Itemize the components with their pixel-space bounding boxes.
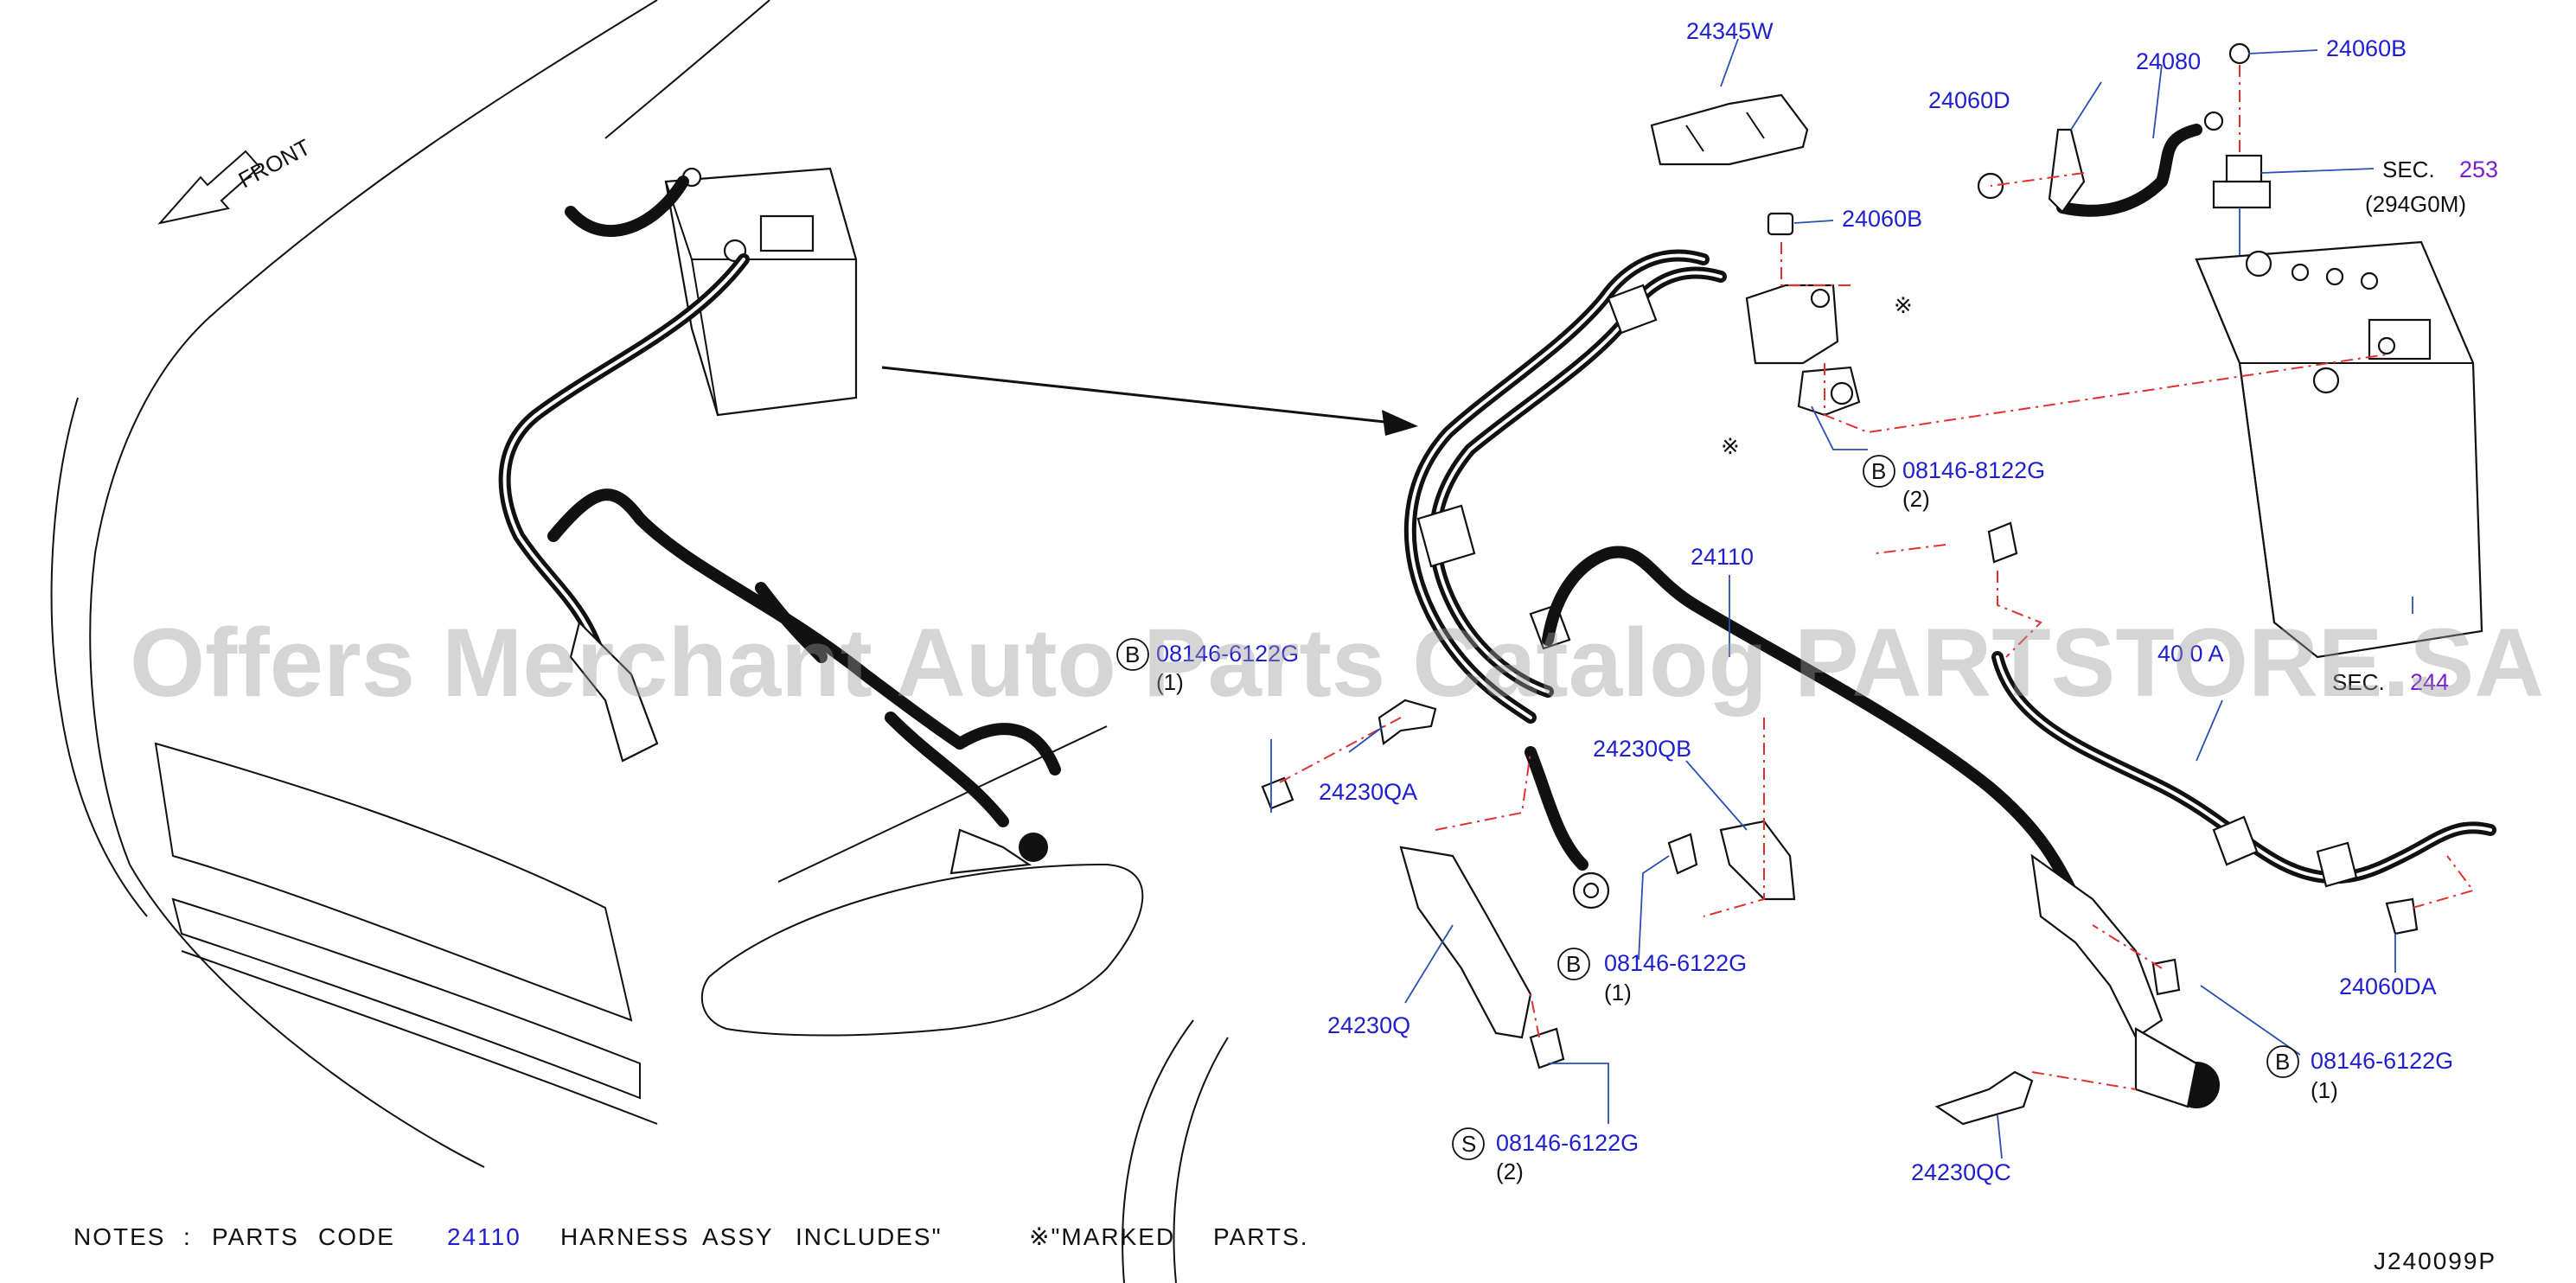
callout-24345W[interactable]: 24345W — [1686, 18, 1774, 44]
notes-word-assy: ASSY — [702, 1223, 774, 1250]
sec-253-prefix: SEC. — [2382, 156, 2435, 182]
detail-arrow — [881, 366, 1402, 425]
b3-qty: (1) — [1604, 980, 1632, 1005]
notes-word-code: CODE — [318, 1223, 395, 1250]
notes-word-includes: INCLUDES" — [796, 1223, 943, 1250]
callout-24060B-top[interactable]: 24060B — [2326, 35, 2407, 61]
vehicle-overview: FRONT — [50, 0, 1229, 1283]
b1-qty: (2) — [1902, 486, 1930, 512]
bolt-icon — [1261, 521, 2419, 1069]
s1-qty: (2) — [1496, 1159, 1524, 1184]
s1-letter: S — [1461, 1131, 1476, 1157]
sec-244-prefix: SEC. — [2332, 669, 2385, 695]
callout-24110[interactable]: 24110 — [1691, 544, 1754, 570]
callout-08146-6122G-right[interactable]: 08146-6122G — [2311, 1048, 2453, 1074]
b3-letter: B — [1566, 951, 1581, 977]
callout-08146-8122G[interactable]: 08146-8122G — [1902, 457, 2045, 483]
notes-word-harness: HARNESS — [560, 1223, 689, 1250]
callout-24080[interactable]: 24080 — [2136, 48, 2201, 74]
callout-labels: 24345W 24060D 24080 24060B SEC. 253 (294… — [1116, 18, 2498, 1185]
mark-symbol-2: ※ — [1721, 433, 1740, 459]
notes-colon: : — [183, 1223, 192, 1250]
callout-24230QC[interactable]: 24230QC — [1911, 1159, 2011, 1185]
b4-letter: B — [2275, 1049, 2290, 1075]
detail-drawing — [1261, 38, 2496, 1159]
b2-qty: (1) — [1156, 669, 1184, 695]
s1-badge-icon — [1452, 1127, 1485, 1160]
callout-08146-6122G-s[interactable]: 08146-6122G — [1496, 1130, 1639, 1156]
diagram-id: J240099P — [2374, 1248, 2496, 1274]
b4-qty: (1) — [2311, 1077, 2338, 1103]
callout-24230QA[interactable]: 24230QA — [1319, 779, 1417, 805]
callout-24230Q[interactable]: 24230Q — [1327, 1012, 1410, 1038]
b3-badge-icon — [1557, 948, 1590, 980]
front-label: FRONT — [234, 134, 315, 194]
b4-badge-icon — [2266, 1045, 2299, 1078]
b1-letter: B — [1871, 458, 1886, 484]
front-arrow-icon — [157, 150, 261, 225]
battery-detail — [2195, 240, 2483, 659]
watermark: Offers Merchant Auto Parts Catalog PARTS… — [130, 609, 2544, 717]
callout-24060DA[interactable]: 24060DA — [2339, 973, 2437, 999]
b2-letter: B — [1125, 642, 1140, 667]
callout-40-0-A[interactable]: 40 0 A — [2157, 641, 2224, 667]
notes-code-link[interactable]: 24110 — [447, 1223, 521, 1250]
callout-24230QB[interactable]: 24230QB — [1593, 736, 1691, 762]
sec-253-sub: (294G0M) — [2365, 191, 2466, 217]
notes-row: NOTES : PARTS CODE 24110 HARNESS ASSY IN… — [74, 1223, 1309, 1250]
sec-253-link[interactable]: 253 — [2459, 156, 2498, 182]
callout-08146-6122G-mid[interactable]: 08146-6122G — [1604, 950, 1747, 976]
notes-label: NOTES — [74, 1223, 165, 1250]
callout-24060D[interactable]: 24060D — [1928, 87, 2010, 113]
notes-marked: ※"MARKED — [1029, 1223, 1175, 1250]
callout-08146-6122G-left[interactable]: 08146-6122G — [1156, 641, 1299, 667]
mark-symbol-1: ※ — [1894, 292, 1913, 318]
callout-24060B-mid[interactable]: 24060B — [1842, 206, 1922, 232]
b2-badge-icon — [1116, 638, 1149, 671]
battery-overview — [664, 167, 858, 417]
sec-244-link[interactable]: 244 — [2410, 669, 2449, 695]
notes-parts: PARTS. — [1213, 1223, 1309, 1250]
b1-badge-icon — [1863, 455, 1895, 488]
notes-word-parts: PARTS — [212, 1223, 299, 1250]
